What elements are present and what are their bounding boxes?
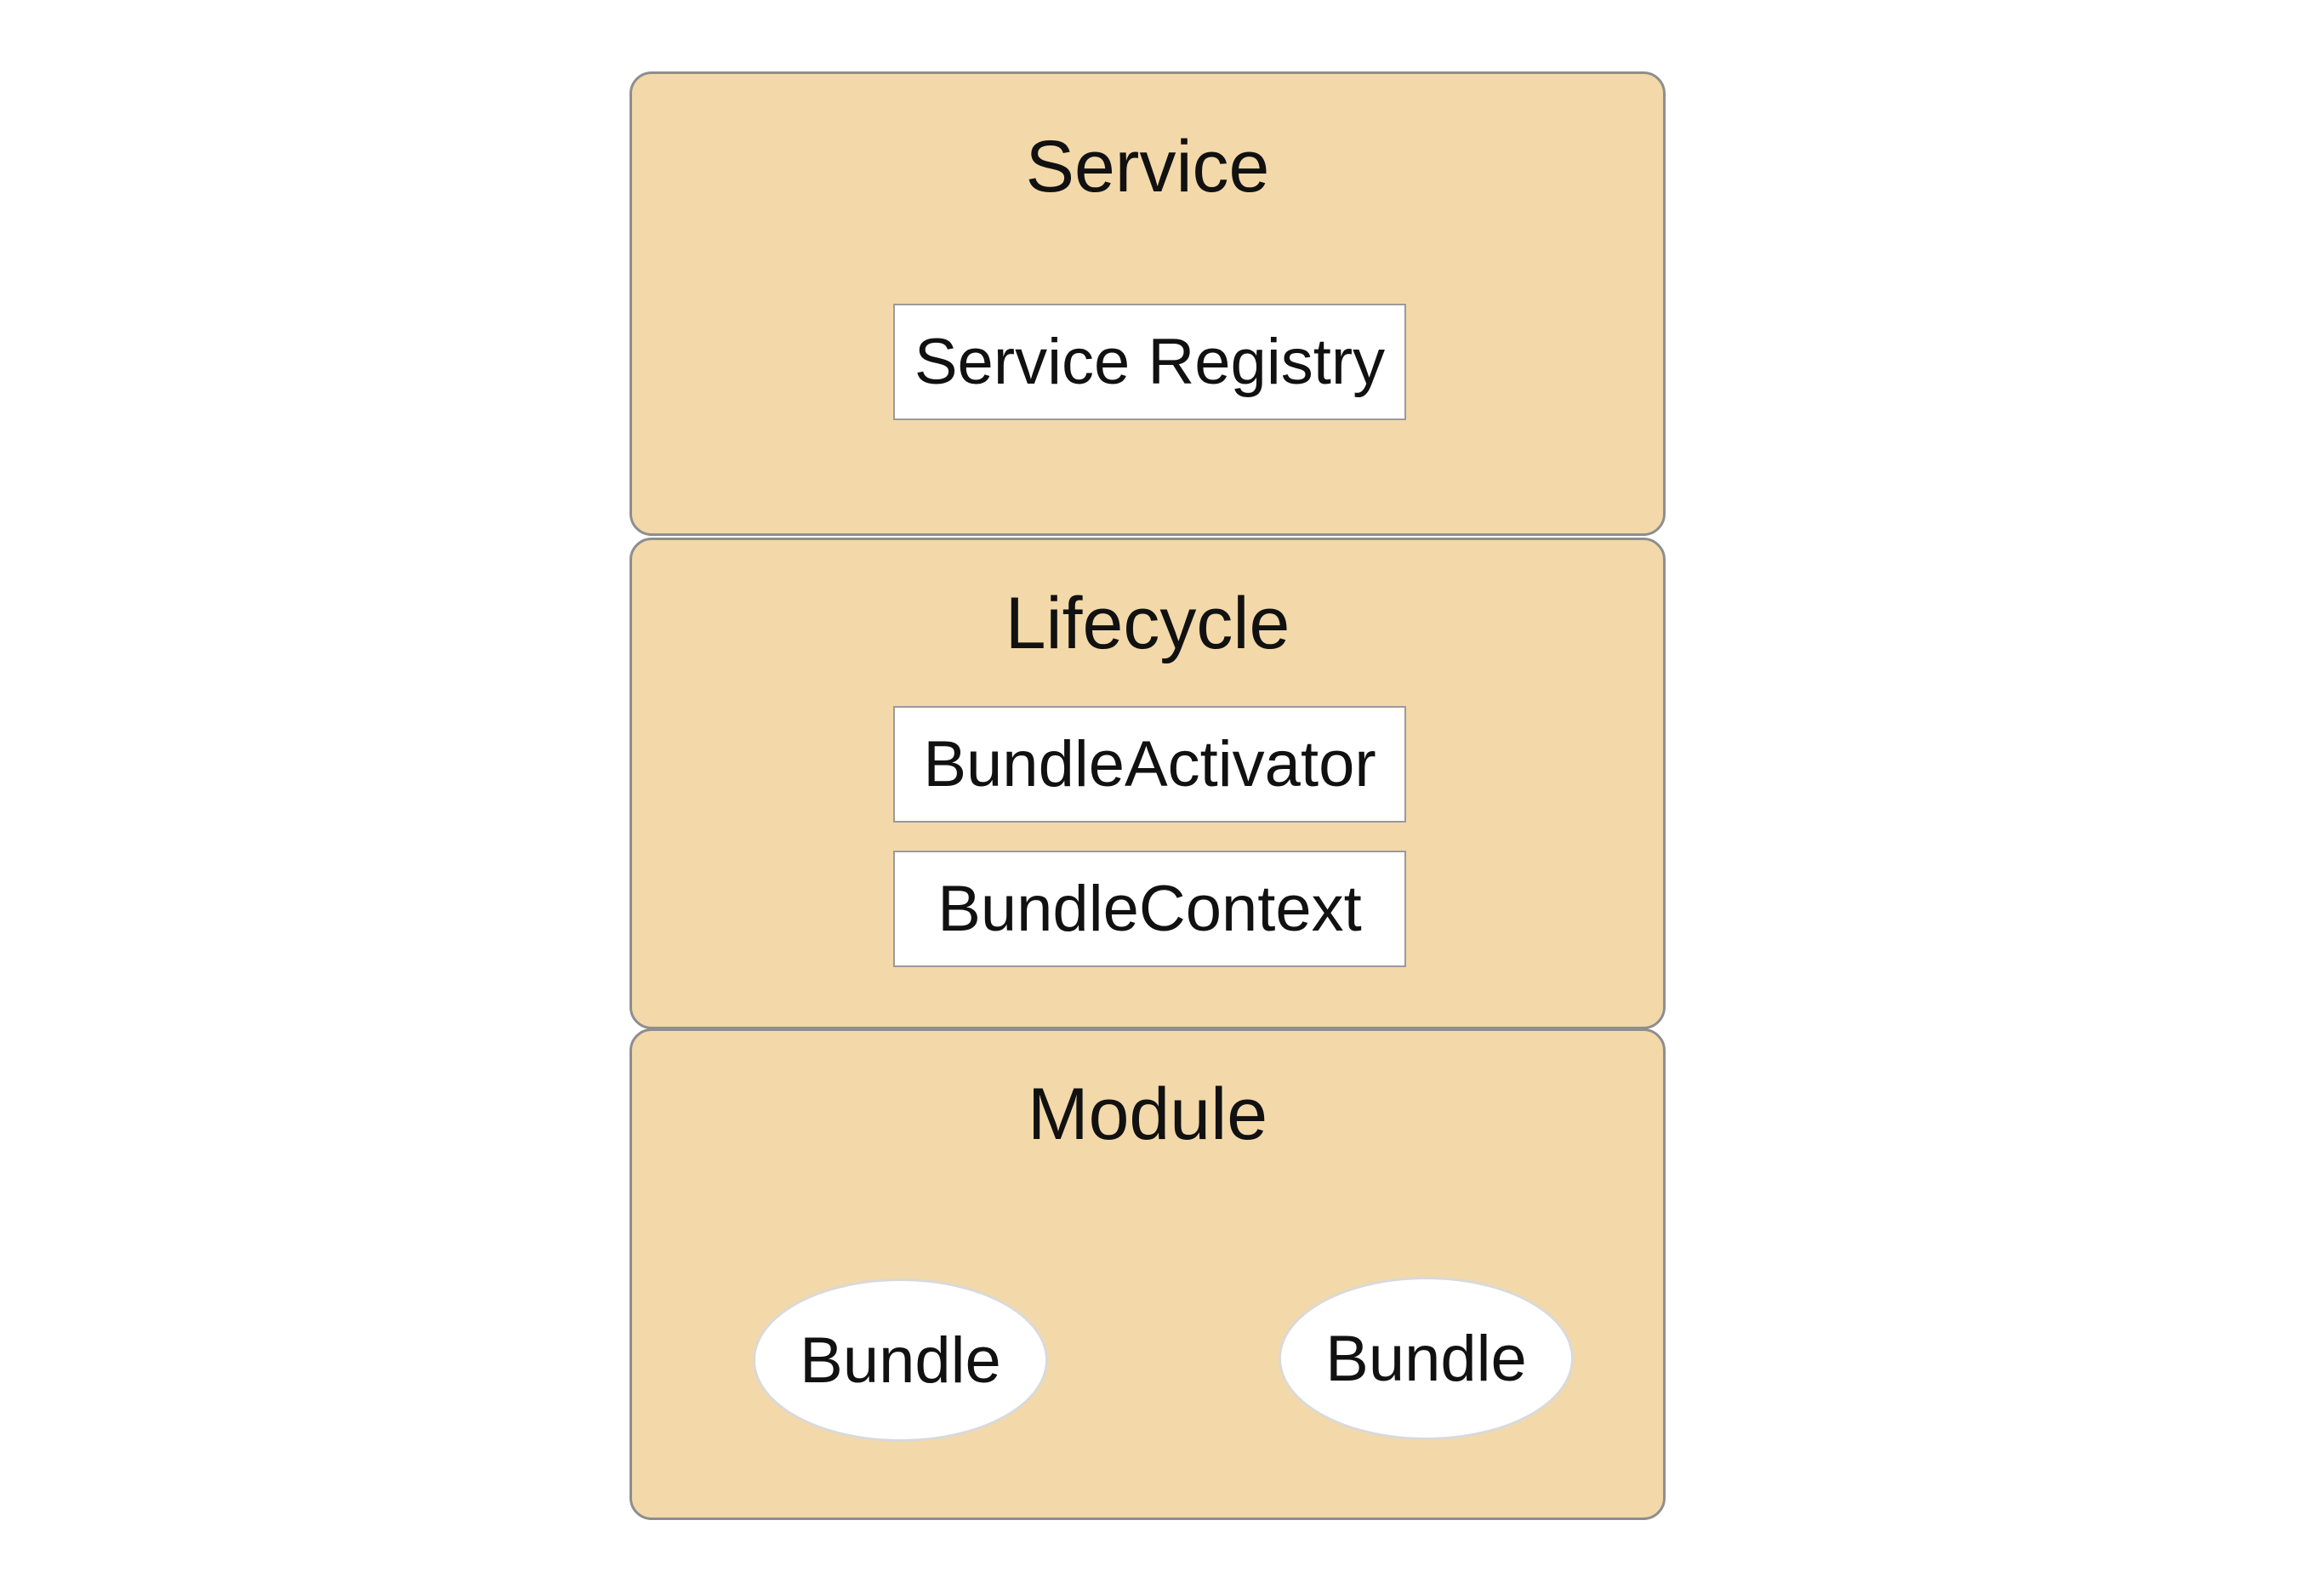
module-layer: Module Bundle Bundle	[629, 1028, 1666, 1520]
bundle-context-box: BundleContext	[893, 851, 1406, 967]
bundle-ellipse-right: Bundle	[1279, 1277, 1574, 1440]
lifecycle-layer-title: Lifecycle	[1005, 583, 1290, 664]
bundle-ellipse-left: Bundle	[753, 1278, 1048, 1442]
service-layer-title: Service	[1025, 126, 1270, 208]
service-layer: Service Service Registry	[629, 71, 1666, 536]
module-layer-title: Module	[1027, 1073, 1268, 1155]
lifecycle-layer: Lifecycle BundleActivator BundleContext	[629, 538, 1666, 1029]
service-registry-box: Service Registry	[893, 304, 1406, 420]
bundle-activator-box: BundleActivator	[893, 706, 1406, 823]
